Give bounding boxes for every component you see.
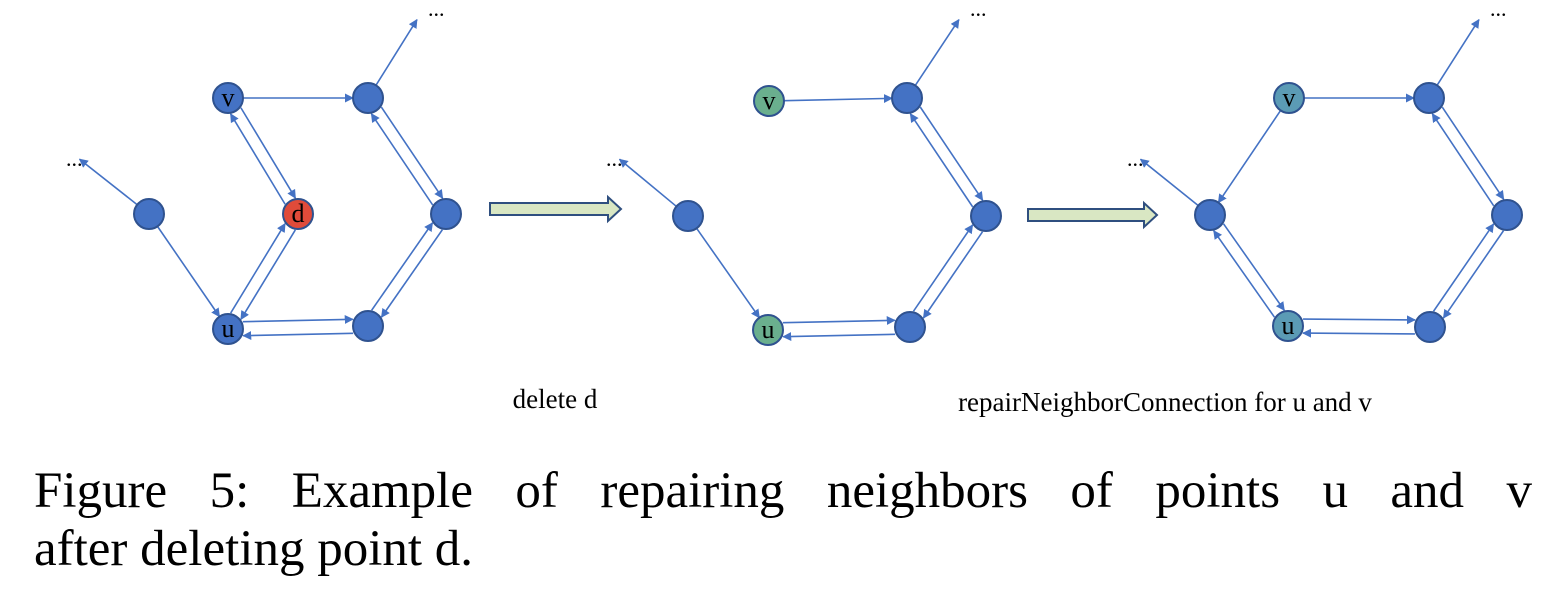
- edge-after-delete-v-b: [783, 94, 893, 104]
- edge-before-c-e: [380, 229, 444, 318]
- edge-after-delete-c-e: [922, 231, 984, 319]
- edge-after-repair-v-a: [1217, 109, 1282, 204]
- node-after-repair-u: [1272, 310, 1304, 342]
- edge-before-b-c: [380, 106, 444, 199]
- edge-after-delete-u-e: [782, 315, 896, 325]
- edge-before-e-c: [370, 222, 434, 311]
- ellipsis-after-delete-1: ...: [970, 0, 987, 21]
- node-after-repair-v: [1273, 82, 1305, 114]
- edge-before-e-u: [242, 331, 354, 341]
- graph-repair-diagram: ...... v d u...... v u...... v u delete d repai…: [66, 0, 1523, 417]
- edge-after-delete-e-c: [912, 224, 974, 312]
- ellipsis-after-delete-0: ...: [606, 146, 623, 171]
- graph-edges: [78, 18, 1505, 342]
- edge-after-delete-c-b: [909, 113, 974, 208]
- repair-step-arrow: [1027, 200, 1159, 230]
- node-after-repair-c: [1491, 199, 1523, 231]
- edge-before-a-dot0: [78, 158, 138, 206]
- edge-after-delete-e-u: [782, 332, 896, 342]
- node-after-delete-e: [894, 311, 926, 343]
- repair-step-label: repairNeighborConnection for u and v: [958, 387, 1372, 417]
- ellipsis-after-repair-0: ...: [1127, 146, 1144, 171]
- node-before-v: [212, 82, 244, 114]
- edge-after-repair-a-dot0: [1139, 158, 1199, 207]
- node-label-after-repair-v: v: [1283, 83, 1296, 112]
- delete-arrow-shape: [489, 194, 623, 224]
- node-before-a: [133, 198, 165, 230]
- graph-nodes: [133, 82, 1523, 346]
- node-label-after-delete-u: u: [762, 315, 775, 344]
- edge-before-c-b: [370, 113, 434, 206]
- node-label-before-d: d: [292, 199, 305, 228]
- edge-after-repair-a-u: [1222, 223, 1285, 312]
- edge-after-delete-b-dot1: [914, 18, 960, 86]
- edge-after-delete-a-dot0: [618, 158, 677, 208]
- repair-arrow-shape: [1027, 200, 1159, 230]
- delete-step-arrow: [489, 194, 623, 224]
- node-before-e: [352, 310, 384, 342]
- node-before-b: [352, 82, 384, 114]
- node-after-repair-b: [1413, 82, 1445, 114]
- edge-after-repair-u-e: [1303, 315, 1416, 325]
- edge-after-delete-b-c: [919, 106, 984, 201]
- edge-after-repair-e-c: [1432, 223, 1495, 312]
- edge-after-repair-c-e: [1442, 230, 1505, 319]
- node-after-delete-a: [672, 200, 704, 232]
- edge-before-a-u: [156, 225, 221, 318]
- node-label-after-repair-u: u: [1282, 311, 1295, 340]
- edge-after-repair-c-b: [1431, 113, 1495, 207]
- caption-line-2: after deleting point d.: [34, 521, 474, 577]
- node-after-delete-c: [970, 200, 1002, 232]
- edge-after-delete-a-u: [695, 227, 761, 319]
- node-after-delete-u: [752, 314, 784, 346]
- node-after-delete-v: [753, 85, 785, 117]
- ellipsis-after-repair-1: ...: [1490, 0, 1507, 21]
- edge-after-repair-e-u: [1302, 328, 1415, 338]
- edge-before-d-u: [240, 229, 297, 321]
- node-after-repair-e: [1414, 311, 1446, 343]
- node-before-c: [430, 198, 462, 230]
- figure-caption: Figure 5: Example of repairing neighbors…: [34, 462, 1532, 578]
- edge-before-u-d: [229, 222, 286, 314]
- edge-before-v-d: [240, 107, 297, 199]
- node-after-delete-b: [891, 82, 923, 114]
- node-label-before-v: v: [222, 83, 235, 112]
- ellipsis-before-0: ...: [66, 146, 83, 171]
- ellipsis-before-1: ...: [428, 0, 445, 21]
- delete-step-label: delete d: [513, 384, 598, 414]
- node-label-after-delete-v: v: [763, 86, 776, 115]
- edge-after-repair-b-dot1: [1436, 18, 1480, 86]
- node-label-before-u: u: [222, 314, 235, 343]
- node-before-u: [212, 313, 244, 345]
- graph-labels: ...... v d u...... v u...... v u: [66, 0, 1507, 344]
- caption-line-1: Figure 5: Example of repairing neighbors…: [34, 463, 1532, 519]
- edge-before-d-v: [229, 113, 286, 205]
- edge-before-u-e: [242, 314, 354, 324]
- edge-before-b-dot1: [375, 18, 418, 86]
- edge-after-repair-b-c: [1441, 106, 1505, 200]
- node-after-repair-a: [1194, 199, 1226, 231]
- node-before-d: [282, 198, 314, 230]
- edge-after-repair-u-a: [1213, 229, 1276, 318]
